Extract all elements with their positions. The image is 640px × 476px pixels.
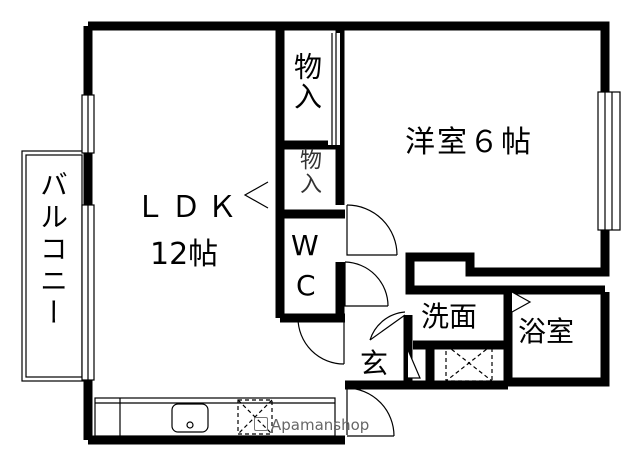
wc-c-label: C [296, 269, 316, 302]
ldk-label: ＬＤＫ [135, 190, 243, 225]
watermark: Apamanshop [254, 416, 369, 434]
balcony-label: バルコニー [36, 170, 69, 330]
storage-top-label: 物入 [290, 52, 323, 112]
door-markers [243, 181, 532, 379]
entrance-label: 玄 [360, 347, 389, 380]
windows [81, 33, 621, 381]
wc-w-label: W [291, 229, 319, 262]
washer-space-icon [445, 344, 493, 382]
storage-mid-label: 物入 [296, 148, 321, 196]
sink-icon [171, 403, 209, 433]
watermark-logo-icon [254, 417, 268, 431]
watermark-text: Apamanshop [271, 416, 370, 434]
washroom-label: 洗面 [421, 300, 478, 333]
stove-icon [237, 399, 273, 435]
bathroom-label: 浴室 [518, 315, 575, 348]
western-room-label: 洋室６帖 [405, 125, 533, 160]
door-swings [297, 204, 406, 437]
ldk-size-label: 12帖 [150, 237, 219, 272]
